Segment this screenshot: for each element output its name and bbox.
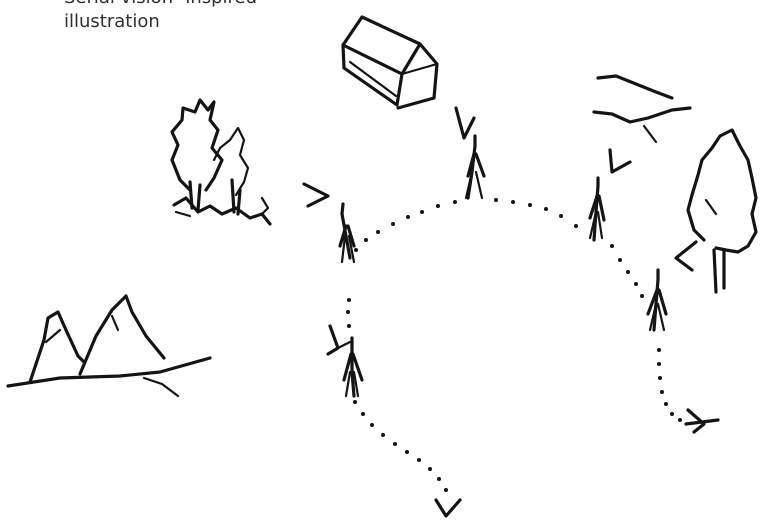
- dotted-path-lower: [346, 298, 448, 492]
- walker-figure: [648, 270, 666, 330]
- arrow-pointer: [304, 184, 328, 206]
- tree-right-sketch: [688, 130, 756, 292]
- walker-figure: [466, 136, 484, 198]
- arrow-pointer: [436, 500, 460, 516]
- hill-sketch: [594, 76, 690, 142]
- arrow-pointer: [686, 410, 718, 432]
- mountains-sketch: [8, 296, 210, 396]
- arrow-pointer: [328, 326, 350, 354]
- walker-figure: [590, 178, 604, 240]
- house-sketch: [343, 17, 437, 108]
- arrow-pointer: [676, 242, 696, 270]
- walker-figure: [344, 338, 362, 396]
- dotted-path-arc: [354, 198, 644, 298]
- walker-figure: [340, 204, 354, 262]
- dotted-path-right: [657, 348, 682, 422]
- tree-cluster-sketch: [172, 100, 270, 224]
- arrow-pointer: [610, 150, 630, 172]
- arrow-pointer: [456, 108, 474, 138]
